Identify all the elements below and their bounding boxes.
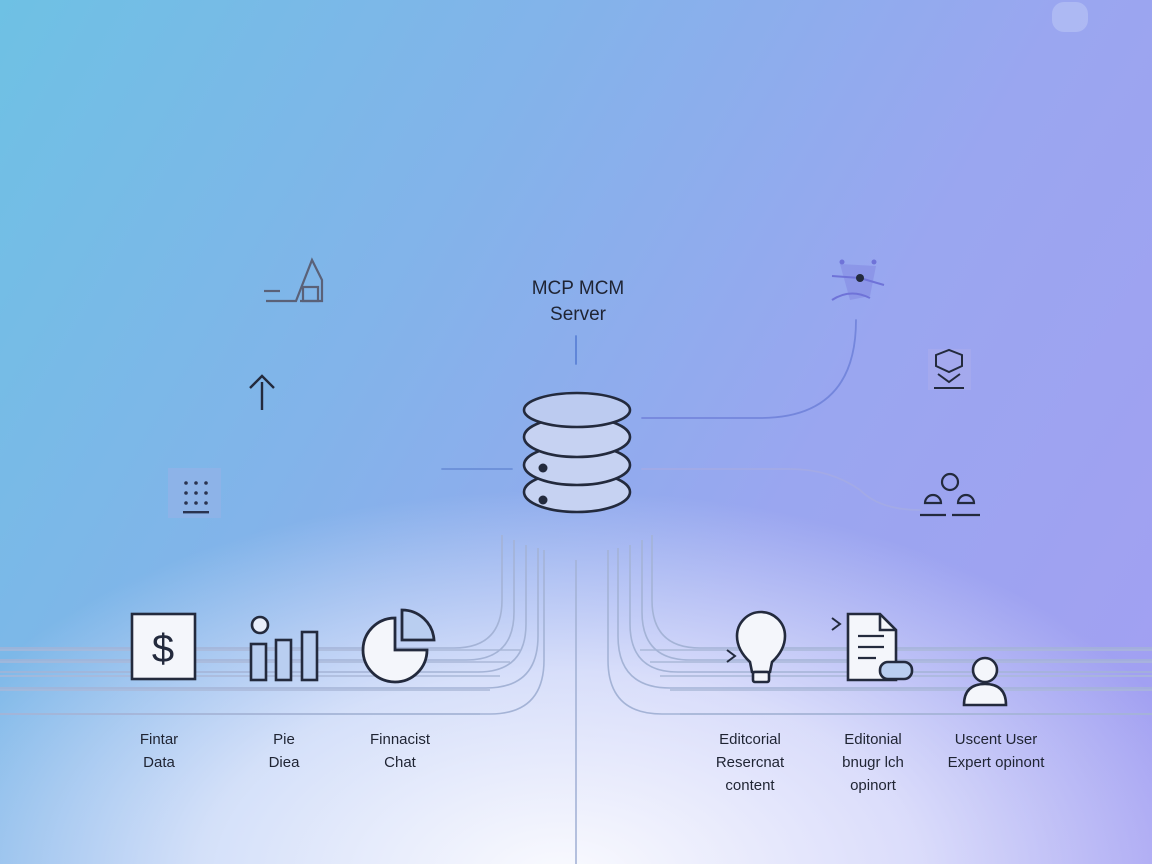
label-line: Pie	[273, 731, 295, 748]
label-line: Data	[143, 754, 175, 771]
label-line: Chat	[384, 754, 416, 771]
document-icon	[846, 612, 914, 682]
label-finnacist-chat: Finnacist Chat	[330, 728, 470, 774]
server-title-line1: MCP MCM	[531, 278, 625, 299]
blurred-decoration	[1052, 2, 1088, 32]
label-line: opinort	[850, 777, 896, 794]
server-side-connectors	[441, 319, 921, 511]
label-expert-opinion: Uscent User Expert opinont	[926, 728, 1066, 774]
bar-chart-icon	[249, 615, 319, 682]
server-down-connectors	[0, 535, 1152, 864]
dollar-document-icon: $	[130, 612, 197, 681]
arrow-up-icon	[249, 374, 275, 410]
server-title-line2: Server	[550, 304, 606, 325]
user-icon	[962, 656, 1008, 707]
label-fintar-data: Fintar Data	[89, 728, 229, 774]
label-pie-diea: Pie Diea	[214, 728, 354, 774]
house-chart-icon	[264, 257, 324, 303]
label-line: Expert opinont	[947, 754, 1045, 771]
label-line: Resercnat	[715, 754, 785, 771]
label-line: Diea	[268, 754, 300, 771]
label-editorial-research: Editcorial Resercnat content	[680, 728, 820, 797]
label-line: content	[725, 777, 775, 794]
pie-chart-icon	[361, 608, 436, 684]
lightbulb-icon	[735, 610, 787, 684]
chevron-right-icon	[831, 617, 842, 631]
label-line: Fintar	[139, 731, 179, 748]
shield-stack-icon	[928, 348, 971, 390]
label-line: Editcorial	[719, 731, 781, 748]
label-line: Finnacist	[369, 731, 431, 748]
chevron-right-icon	[726, 649, 737, 663]
database-stack-icon	[522, 391, 632, 514]
label-line: Uscent User	[954, 731, 1038, 748]
server-title: MCP MCM Server	[478, 276, 678, 328]
calculator-icon	[168, 468, 221, 518]
label-line: Editonial	[844, 731, 902, 748]
people-group-icon	[920, 472, 980, 517]
network-node-icon	[831, 259, 885, 301]
label-editorial-opinion: Editonial bnugr lch opinort	[803, 728, 943, 797]
label-line: bnugr lch	[842, 754, 904, 771]
svg-text:$: $	[152, 627, 174, 671]
